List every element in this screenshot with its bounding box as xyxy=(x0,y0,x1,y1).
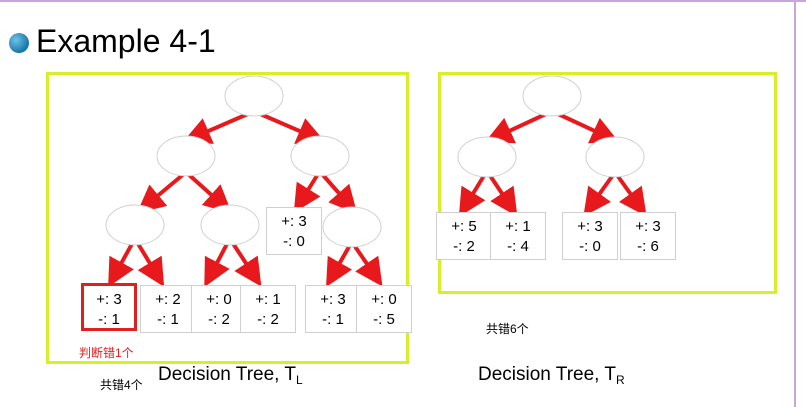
slide-title: Example 4-1 xyxy=(36,23,216,59)
left-leaf-4: +: 0 -: 2 xyxy=(191,285,247,333)
edge xyxy=(182,111,251,144)
left-leaf-6: +: 3 -: 1 xyxy=(305,285,361,333)
tree-node xyxy=(156,135,216,177)
leaf-negative-count: -: 2 xyxy=(257,311,279,328)
right-tree-frame xyxy=(438,72,777,294)
leaf-positive-count: +: 5 xyxy=(451,218,477,235)
edge xyxy=(583,173,615,217)
left-tree-nodes xyxy=(105,75,382,248)
edge xyxy=(487,172,518,217)
leaf-positive-count: +: 1 xyxy=(255,291,281,308)
leaf-positive-count: +: 3 xyxy=(635,218,661,235)
caption-text: Decision Tree, T xyxy=(478,364,616,385)
leaf-negative-count: -: 2 xyxy=(208,311,230,328)
edge xyxy=(555,111,620,144)
right-border-line xyxy=(794,0,796,407)
tree-node xyxy=(290,135,350,177)
edge xyxy=(135,240,165,287)
error-note: 判断错1个 xyxy=(79,346,134,360)
leaf-positive-count: +: 2 xyxy=(155,291,181,308)
right-tree-nodes xyxy=(457,75,645,178)
caption-subscript: L xyxy=(295,373,303,387)
leaf-negative-count: -: 1 xyxy=(322,311,344,328)
left-leaf-2-error: +: 3 -: 1 xyxy=(81,283,137,331)
left-tree-frame xyxy=(46,72,409,364)
leaf-negative-count: -: 4 xyxy=(507,238,529,255)
tree-node xyxy=(457,136,517,178)
edge xyxy=(484,111,549,144)
edge xyxy=(108,241,135,288)
caption-text: Decision Tree, T xyxy=(158,364,296,385)
right-total-error-note: 共错6个 xyxy=(486,322,529,336)
right-leaf-2: +: 1 -: 4 xyxy=(490,212,546,260)
edge xyxy=(458,172,487,217)
tree-node xyxy=(224,75,284,117)
edge xyxy=(204,241,230,288)
leaf-positive-count: +: 0 xyxy=(371,291,397,308)
leaf-negative-count: -: 5 xyxy=(373,311,395,328)
edge xyxy=(326,244,353,287)
right-tree-caption: Decision Tree, TR xyxy=(478,364,625,387)
leaf-positive-count: +: 1 xyxy=(505,218,531,235)
tree-node xyxy=(585,136,645,178)
bullet-icon xyxy=(9,33,29,53)
tree-node xyxy=(105,204,165,246)
edge xyxy=(352,243,383,287)
leaf-negative-count: -: 0 xyxy=(283,233,305,250)
edge xyxy=(136,171,187,214)
left-leaf-1: +: 3 -: 0 xyxy=(266,207,322,255)
left-leaf-5: +: 1 -: 2 xyxy=(240,285,296,333)
caption-subscript: R xyxy=(615,373,625,387)
left-leaf-7: +: 0 -: 5 xyxy=(356,285,412,333)
top-border-line xyxy=(0,0,806,2)
right-tree-edges xyxy=(458,111,647,217)
left-leaf-3: +: 2 -: 1 xyxy=(140,285,196,333)
edge xyxy=(230,240,262,287)
right-leaf-1: +: 5 -: 2 xyxy=(436,212,492,260)
edge xyxy=(293,172,321,213)
edge xyxy=(615,173,647,217)
left-tree-caption: Decision Tree, TL xyxy=(158,364,303,387)
edge xyxy=(320,172,358,214)
edge xyxy=(185,171,232,214)
leaf-positive-count: +: 0 xyxy=(206,291,232,308)
tree-node xyxy=(522,75,582,117)
leaf-negative-count: -: 1 xyxy=(157,311,179,328)
leaf-positive-count: +: 3 xyxy=(281,213,307,230)
leaf-positive-count: +: 3 xyxy=(320,291,346,308)
leaf-negative-count: -: 0 xyxy=(579,238,601,255)
tree-node xyxy=(322,206,382,248)
leaf-positive-count: +: 3 xyxy=(577,218,603,235)
leaf-negative-count: -: 2 xyxy=(453,238,475,255)
right-leaf-4: +: 3 -: 6 xyxy=(620,212,676,260)
tree-node xyxy=(200,204,260,246)
left-total-error-note: 共错4个 xyxy=(100,378,143,392)
leaf-negative-count: -: 1 xyxy=(98,311,120,328)
leaf-negative-count: -: 6 xyxy=(637,238,659,255)
edge xyxy=(257,111,326,144)
left-tree-edges xyxy=(108,111,383,288)
right-leaf-3: +: 3 -: 0 xyxy=(562,212,618,260)
leaf-positive-count: +: 3 xyxy=(96,291,122,308)
